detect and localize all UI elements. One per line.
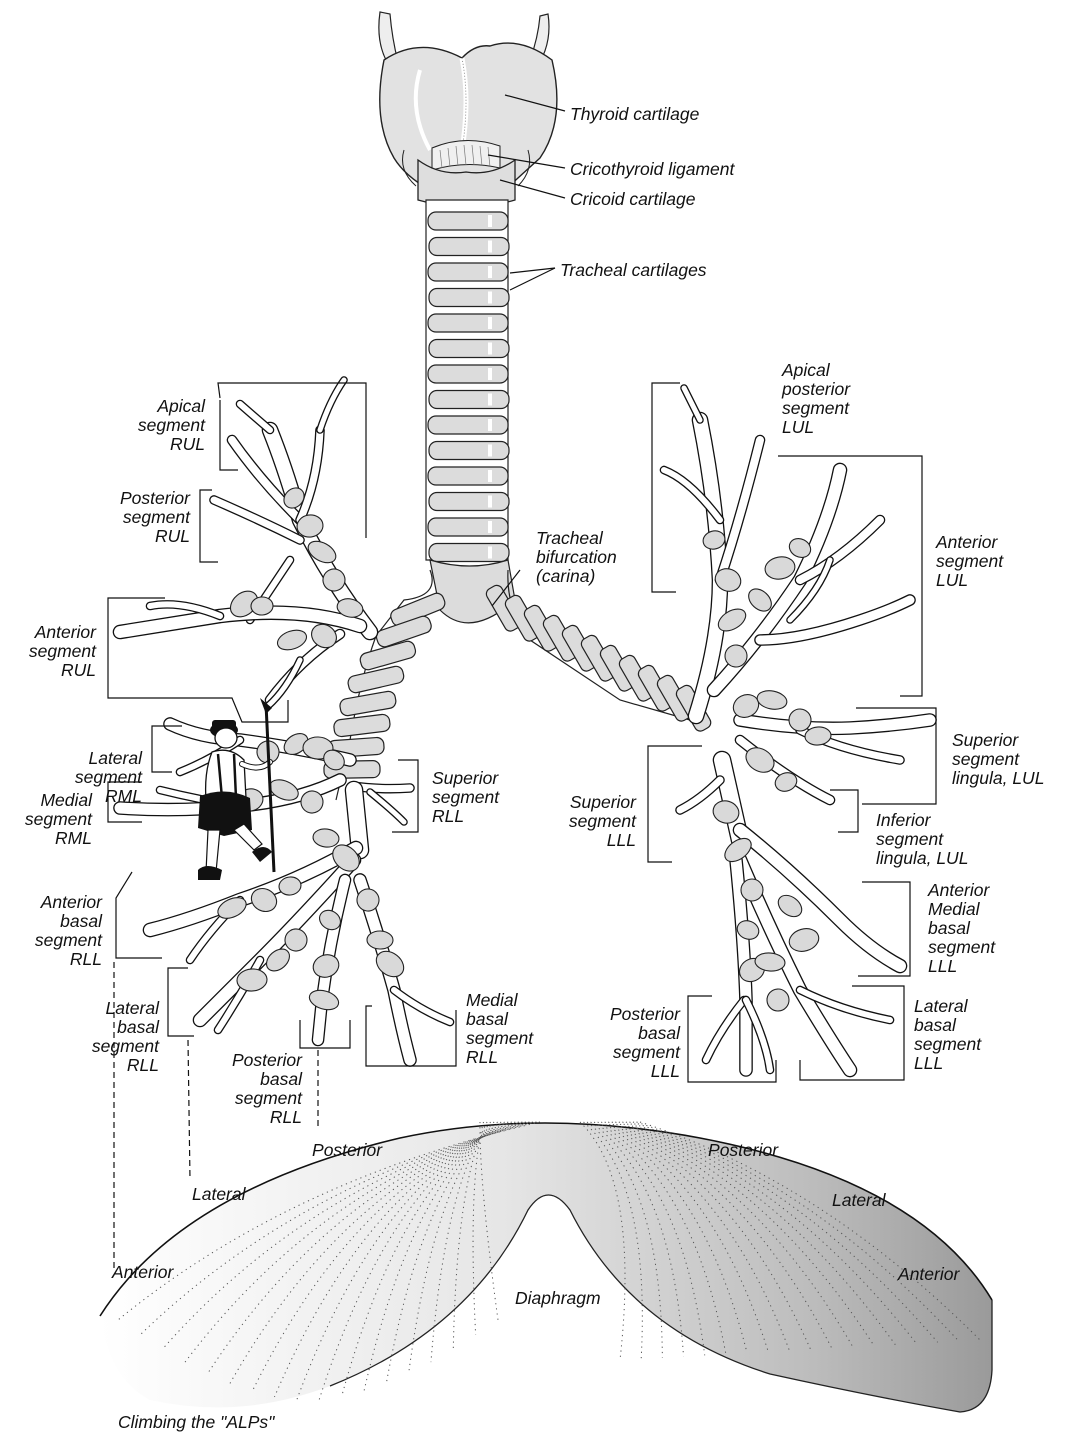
larynx-icon <box>379 12 565 207</box>
label-diaphragm: Diaphragm <box>515 1288 601 1308</box>
diaphragm-icon <box>100 1122 992 1412</box>
right-posterior-label: Posterior <box>312 1140 383 1160</box>
right-anterior-label: Anterior <box>111 1262 174 1282</box>
hiker-icon <box>198 698 274 880</box>
caption: Climbing the "ALPs" <box>118 1412 275 1432</box>
right-lateral-label: Lateral <box>192 1184 247 1204</box>
label-thyroid-cartilage: Thyroid cartilage <box>570 104 700 124</box>
label-cricoid-cartilage: Cricoid cartilage <box>570 189 696 209</box>
left-lateral-label: Lateral <box>832 1190 887 1210</box>
left-posterior-label: Posterior <box>708 1140 779 1160</box>
bronchial-tree-icon <box>120 380 930 1070</box>
left-anterior-label: Anterior <box>897 1264 960 1284</box>
label-cricothyroid-ligament: Cricothyroid ligament <box>570 159 736 179</box>
label-tracheal-cartilages: Tracheal cartilages <box>560 260 707 280</box>
